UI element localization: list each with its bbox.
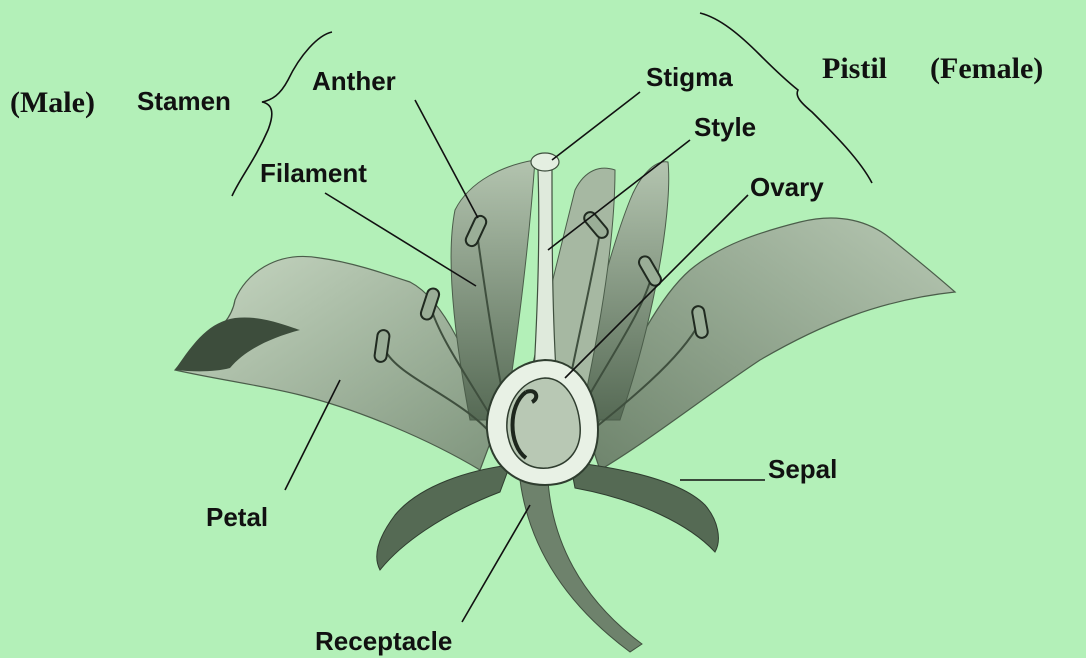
ovary-label: Ovary bbox=[750, 172, 824, 202]
stigma-label: Stigma bbox=[646, 62, 733, 92]
style-label: Style bbox=[694, 112, 756, 142]
stem bbox=[520, 480, 642, 652]
male-label: (Male) bbox=[10, 86, 95, 119]
pistil-label: Pistil bbox=[822, 52, 887, 85]
anther-label: Anther bbox=[312, 66, 396, 96]
right-sepal bbox=[570, 462, 718, 552]
filament-label: Filament bbox=[260, 158, 367, 188]
flower-illustration bbox=[175, 153, 955, 652]
left-sepal bbox=[377, 465, 510, 570]
petal-label: Petal bbox=[206, 502, 268, 532]
style-tube bbox=[534, 170, 556, 372]
ovary-chamber bbox=[507, 378, 580, 468]
stamen-label: Stamen bbox=[137, 86, 231, 116]
sepal-label: Sepal bbox=[768, 454, 837, 484]
receptacle-label: Receptacle bbox=[315, 626, 452, 656]
stigma-tip bbox=[531, 153, 559, 171]
pistil-brace bbox=[700, 13, 872, 183]
female-label: (Female) bbox=[930, 52, 1043, 85]
